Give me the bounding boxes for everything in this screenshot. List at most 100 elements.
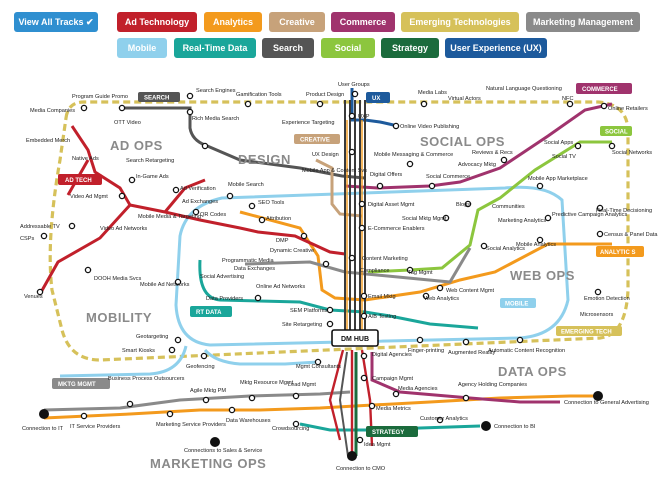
station-content-marketing[interactable] [348,254,356,262]
station-data-providers[interactable] [254,294,262,302]
station-addressable-tv[interactable] [68,222,76,230]
station-seo-tools[interactable] [248,202,256,210]
filter-search[interactable]: Search [262,38,314,58]
station-video-ad-mgmt[interactable] [118,192,126,200]
station-social-networks[interactable] [608,142,616,150]
station-nfc[interactable] [566,100,574,108]
station-geofencing[interactable] [200,352,208,360]
commerce-lower-line[interactable] [370,352,560,404]
station-rich-media-search[interactable] [186,108,194,116]
station-ott-video[interactable] [118,104,126,112]
station-user-groups[interactable] [351,90,359,98]
station-social-commerce[interactable] [428,182,436,190]
station-agency-holding[interactable] [462,394,470,402]
station-sem-platforms[interactable] [326,306,334,314]
station-dynamic-creative[interactable] [300,232,308,240]
station-augmented-reality[interactable] [462,338,470,346]
terminal-connections-sales[interactable] [210,437,220,447]
analytics-line[interactable] [239,210,612,302]
station-social-tv[interactable] [574,142,582,150]
station-acr[interactable] [516,336,524,344]
station-bpo[interactable] [126,400,134,408]
station-social-analytics[interactable] [480,242,488,250]
terminal-connection-cmo[interactable] [347,451,357,461]
station-it-service[interactable] [80,412,88,420]
station-emotion-detection[interactable] [594,288,602,296]
station-online-video[interactable] [392,122,400,130]
station-crowdsourcing[interactable] [292,420,300,428]
station-media-agencies[interactable] [392,390,400,398]
filter-commerce[interactable]: Commerce [331,12,395,32]
station-mgmt-consultants[interactable] [314,358,322,366]
station-dooh[interactable] [84,266,92,274]
search-line[interactable] [120,106,366,180]
station-idea-mgmt[interactable] [356,436,364,444]
filter-ad-technology[interactable]: Ad Technology [117,12,197,32]
station-customer-analytics[interactable] [436,416,444,424]
station-qr-codes[interactable] [192,208,200,216]
station-blogs[interactable] [464,200,472,208]
station-social-advertising[interactable] [322,260,330,268]
filter-strategy[interactable]: Strategy [381,38,439,58]
station-email-mktg[interactable] [360,292,368,300]
station-ux-design[interactable] [348,148,356,156]
station-campaign-mgmt[interactable] [360,374,368,382]
station-search-engines[interactable] [186,92,194,100]
station-real-time-decision[interactable] [596,204,604,212]
filter-social[interactable]: Social [321,38,375,58]
station-ab-testing[interactable] [360,312,368,320]
station-media-metrics[interactable] [368,402,376,410]
station-product-design[interactable] [316,100,324,108]
station-finger-printing[interactable] [416,336,424,344]
station-online-retailers[interactable] [600,102,608,110]
station-mobile-ad-networks[interactable] [174,278,182,286]
filter-view-all-tracks[interactable]: View All Tracks ✔ [14,12,98,32]
station-mobile-analytics[interactable] [536,236,544,244]
station-mobile-search[interactable] [226,192,234,200]
station-mobile-app-market[interactable] [536,182,544,190]
social-line[interactable] [367,140,612,274]
station-web-content-mgmt[interactable] [436,284,444,292]
analytics-lower-line[interactable] [43,394,600,420]
station-mobile-messaging[interactable] [406,160,414,168]
station-social-mktg-mgmt[interactable] [442,214,450,222]
filter-analytics[interactable]: Analytics [204,12,262,32]
filter-marketing-management[interactable]: Marketing Management [526,12,640,32]
central-trunk[interactable] [344,100,366,335]
station-predictive-analytics[interactable] [544,214,552,222]
station-gamification[interactable] [244,100,252,108]
station-media-labs[interactable] [420,100,428,108]
station-csps[interactable] [40,232,48,240]
station-digital-asset[interactable] [358,200,366,208]
station-tag-mgmt[interactable] [406,266,414,274]
terminal-connection-general-advertising[interactable] [593,391,603,401]
dm-hub-box[interactable] [331,329,379,347]
mobile-lower-line[interactable] [59,345,319,378]
station-agile-mktg[interactable] [202,396,210,404]
station-reviews[interactable] [500,156,508,164]
filter-emerging-technologies[interactable]: Emerging Technologies [401,12,519,32]
filter-user-experience[interactable]: User Experience (UX) [445,38,547,58]
station-census[interactable] [596,230,604,238]
mobile-line[interactable] [174,185,570,347]
station-mktg-resource[interactable] [248,394,256,402]
terminal-connection-it[interactable] [39,409,49,419]
station-in-game-ads[interactable] [128,176,136,184]
creative-lower-line[interactable] [299,422,481,432]
station-uxp[interactable] [348,112,356,120]
terminal-connection-bi[interactable] [481,421,491,431]
filter-real-time-data[interactable]: Real-Time Data [174,38,256,58]
rt-data-line[interactable] [198,259,479,330]
station-marketing-service[interactable] [166,410,174,418]
station-ad-verification[interactable] [172,186,180,194]
filter-mobile[interactable]: Mobile [117,38,167,58]
station-lead-mgmt[interactable] [292,392,300,400]
station-site-retargeting[interactable] [326,320,334,328]
station-web-analytics[interactable] [422,292,430,300]
station-smart-kiosks[interactable] [168,346,176,354]
station-digital-agencies[interactable] [360,352,368,360]
station-program-guide[interactable] [80,104,88,112]
station-digital-offers[interactable] [376,182,384,190]
commerce-line[interactable] [344,102,613,190]
station-attribution[interactable] [258,216,266,224]
